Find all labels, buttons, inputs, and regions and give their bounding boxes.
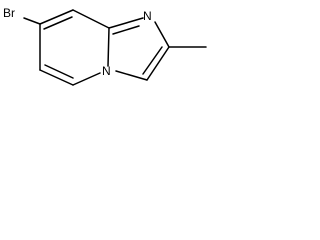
structure-canvas: Br N N xyxy=(0,0,222,94)
bond-n4-c5 xyxy=(72,72,101,86)
molecule-diagram: Br N N xyxy=(3,6,207,86)
bond-c5-c6 xyxy=(39,69,74,86)
bond-c8a-n4 xyxy=(107,27,110,67)
bond-c5-c6-inner xyxy=(44,64,74,79)
imidazole-nitrogen-label: N xyxy=(143,9,152,23)
bond-c3-n4 xyxy=(115,70,148,81)
bond-c7-c8 xyxy=(39,9,74,25)
bridgehead-nitrogen-label: N xyxy=(102,64,111,78)
bromine-label: Br xyxy=(3,6,15,20)
bond-c8-c8a xyxy=(72,9,110,29)
bond-n1-c2 xyxy=(154,21,170,48)
bond-c8a-n1 xyxy=(108,17,144,29)
bond-c2-c3-inner xyxy=(142,46,163,75)
bond-c8a-n1-inner xyxy=(112,25,140,35)
bond-c7-c8-inner xyxy=(43,16,73,30)
bond-c2-c3 xyxy=(146,46,170,81)
bond-br-c7 xyxy=(23,17,41,25)
